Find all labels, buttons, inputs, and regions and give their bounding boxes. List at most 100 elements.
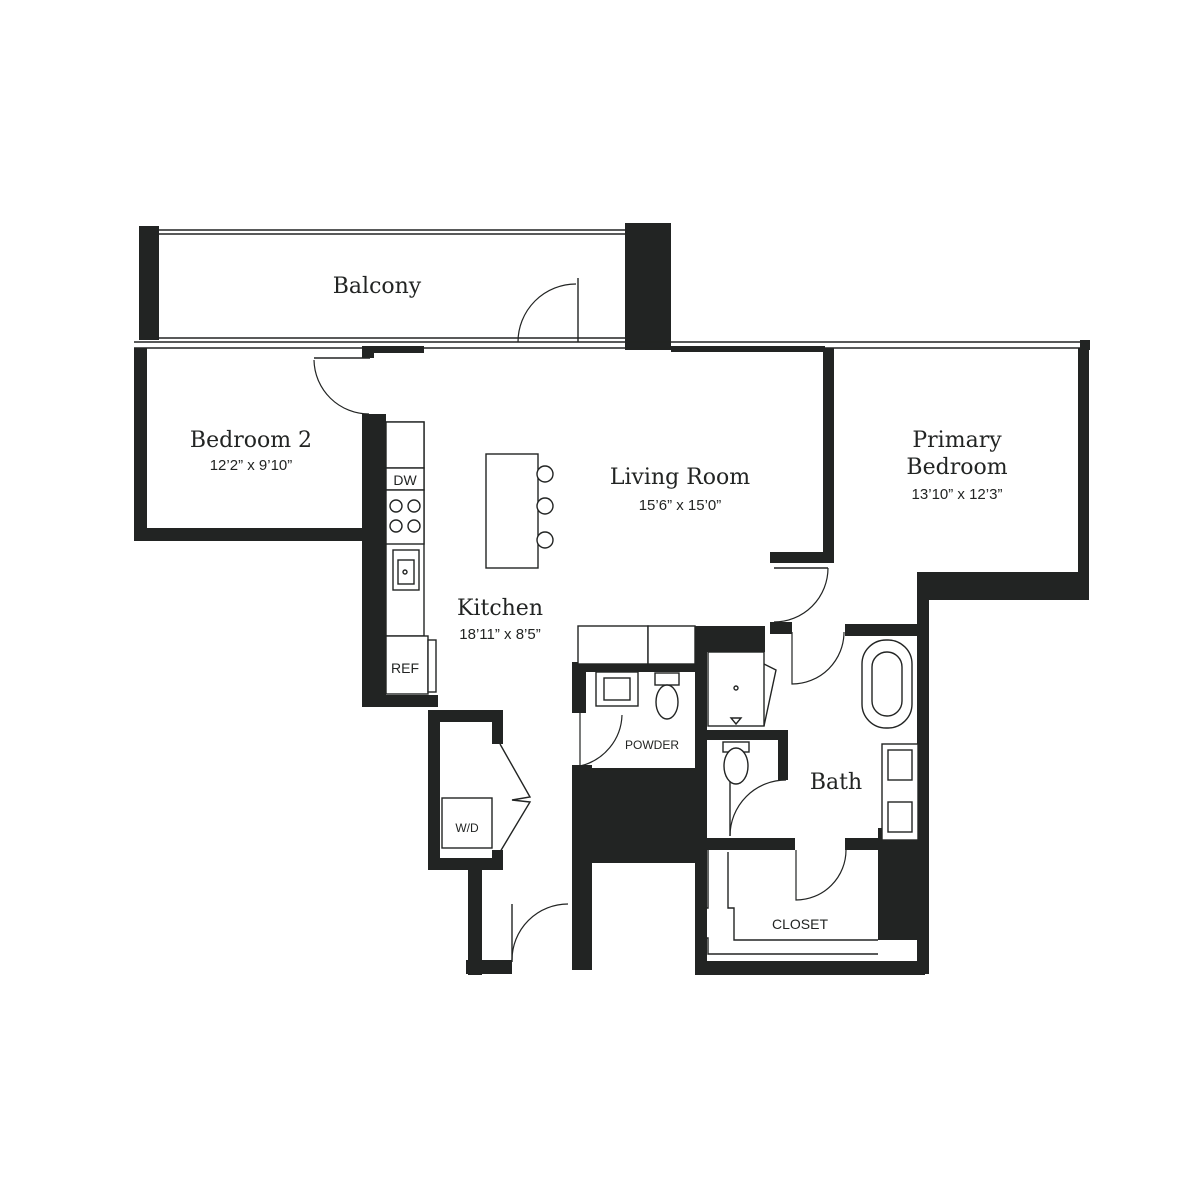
wc-east-wall: [778, 730, 788, 780]
primary-bedroom-name-line2: Bedroom: [906, 455, 1007, 480]
primary-bedroom-dims: 13’10” x 12’3”: [912, 486, 1003, 503]
closet-fixtures: CLOSET: [701, 850, 878, 955]
powder-west-wall: [572, 665, 586, 713]
wc-south-wall: [705, 730, 788, 740]
laundry-fixtures: W/D: [441, 797, 493, 849]
bath-fixtures: Bath: [707, 639, 919, 841]
powder-toilet-tank: [654, 672, 680, 686]
bath-east-wall: [917, 574, 929, 974]
washer-dryer: [441, 797, 493, 849]
wd-label: W/D: [455, 821, 479, 835]
entry-west-foot: [466, 960, 512, 974]
bath-sink-2: [887, 801, 913, 833]
bedroom2-west-wall: [134, 348, 147, 540]
balcony-right-pier: [625, 223, 671, 350]
kitchen-step-wall: [362, 695, 438, 707]
stool-2: [536, 497, 554, 515]
bath-sink-1: [887, 749, 913, 781]
primary-west-wall: [823, 348, 834, 562]
burner-4: [407, 519, 421, 533]
bedroom2-dims: 12’2” x 9’10”: [210, 457, 293, 474]
ref-label: REF: [391, 660, 419, 676]
powder-toilet-bowl: [655, 684, 679, 720]
wc-door-swing: [729, 779, 787, 837]
laundry-south-wall: [428, 858, 503, 870]
balcony-name: Balcony: [333, 274, 422, 299]
primary-door-swing: [773, 567, 829, 623]
primary-bedroom-name-line1: Primary: [912, 428, 1002, 453]
kitchen-upper-cabinet: [385, 421, 425, 469]
kitchen-island: [485, 453, 539, 569]
burner-1: [389, 499, 403, 513]
bedroom2-door-swing: [313, 359, 370, 415]
laundry-east-jamb-top: [492, 710, 503, 744]
primary-west-stub: [770, 552, 834, 563]
burner-2: [407, 499, 421, 513]
entry-door-swing: [511, 903, 569, 961]
refrigerator-door-edge: [427, 639, 437, 693]
kitchen-west-wall: [362, 540, 386, 700]
shower-head: [729, 717, 743, 726]
window-mullion-living: [671, 346, 825, 352]
shaft-core: [577, 768, 697, 863]
laundry-west-wall: [428, 710, 440, 870]
laundry-bifold-door: [499, 743, 532, 853]
window-mullion-right: [1080, 340, 1090, 350]
closet-door-swing: [795, 849, 847, 901]
bedroom2-east-wall: [362, 414, 386, 542]
closet-shelf-inner: [727, 852, 878, 941]
kitchen-fixtures: DW REF: [385, 421, 696, 695]
balcony-door-swing: [517, 283, 577, 343]
living-room-name: Living Room: [610, 465, 750, 490]
bath-east-pier: [878, 828, 924, 940]
bath-north-jamb: [845, 624, 917, 636]
laundry-east-jamb-bottom: [492, 850, 503, 870]
walls: [134, 346, 1089, 975]
refrigerator: [385, 635, 429, 695]
stool-1: [536, 465, 554, 483]
bath-block-west: [695, 626, 707, 971]
entry-west-wall: [468, 865, 482, 975]
bedroom2-east-wall-top: [362, 346, 374, 358]
bath-name: Bath: [810, 770, 862, 795]
burner-3: [389, 519, 403, 533]
powder-sink: [603, 677, 631, 701]
shower-glass-door: [763, 663, 777, 727]
kitchen-faucet: [402, 569, 408, 575]
window-wall: [134, 340, 1090, 353]
bedroom2-name: Bedroom 2: [190, 428, 312, 453]
entry-east-wall: [572, 765, 592, 970]
laundry-north-wall: [428, 710, 503, 722]
living-room-dims: 15’6” x 15’0”: [639, 497, 722, 514]
bathtub-basin: [871, 651, 903, 717]
powder-label: POWDER: [625, 738, 679, 752]
wc-jamb: [770, 622, 792, 634]
closet-north-wall-left: [705, 838, 795, 850]
shower-drain: [733, 685, 739, 691]
kitchen-dims: 18’11” x 8’5”: [459, 626, 540, 643]
pantry-cabinet-1: [577, 625, 649, 665]
wc-toilet-bowl: [723, 747, 749, 785]
kitchen-name: Kitchen: [457, 596, 543, 621]
dw-label: DW: [393, 472, 417, 488]
stool-3: [536, 531, 554, 549]
closet-shelf-outer: [701, 850, 878, 955]
powder-north-wall: [572, 662, 697, 672]
powder-door-swing: [579, 712, 623, 767]
pantry-cabinet-2: [647, 625, 696, 665]
room-labels: Balcony Bedroom 2 12’2” x 9’10” Living R…: [190, 274, 1008, 643]
doors: [313, 357, 847, 962]
balcony-area: [139, 223, 671, 350]
closet-south-wall: [695, 961, 925, 975]
window-mullion-bedroom: [362, 346, 424, 353]
powder-fixtures: POWDER: [584, 671, 697, 771]
primary-south-wall: [917, 572, 1089, 600]
primary-east-wall: [1078, 348, 1089, 598]
bedroom2-south-wall: [134, 528, 370, 541]
balcony-left-pier: [139, 226, 159, 340]
closet-label: CLOSET: [772, 916, 828, 932]
closet-north-wall-right: [845, 838, 885, 850]
bath-door-swing: [791, 631, 845, 685]
cooktop: [385, 489, 425, 545]
